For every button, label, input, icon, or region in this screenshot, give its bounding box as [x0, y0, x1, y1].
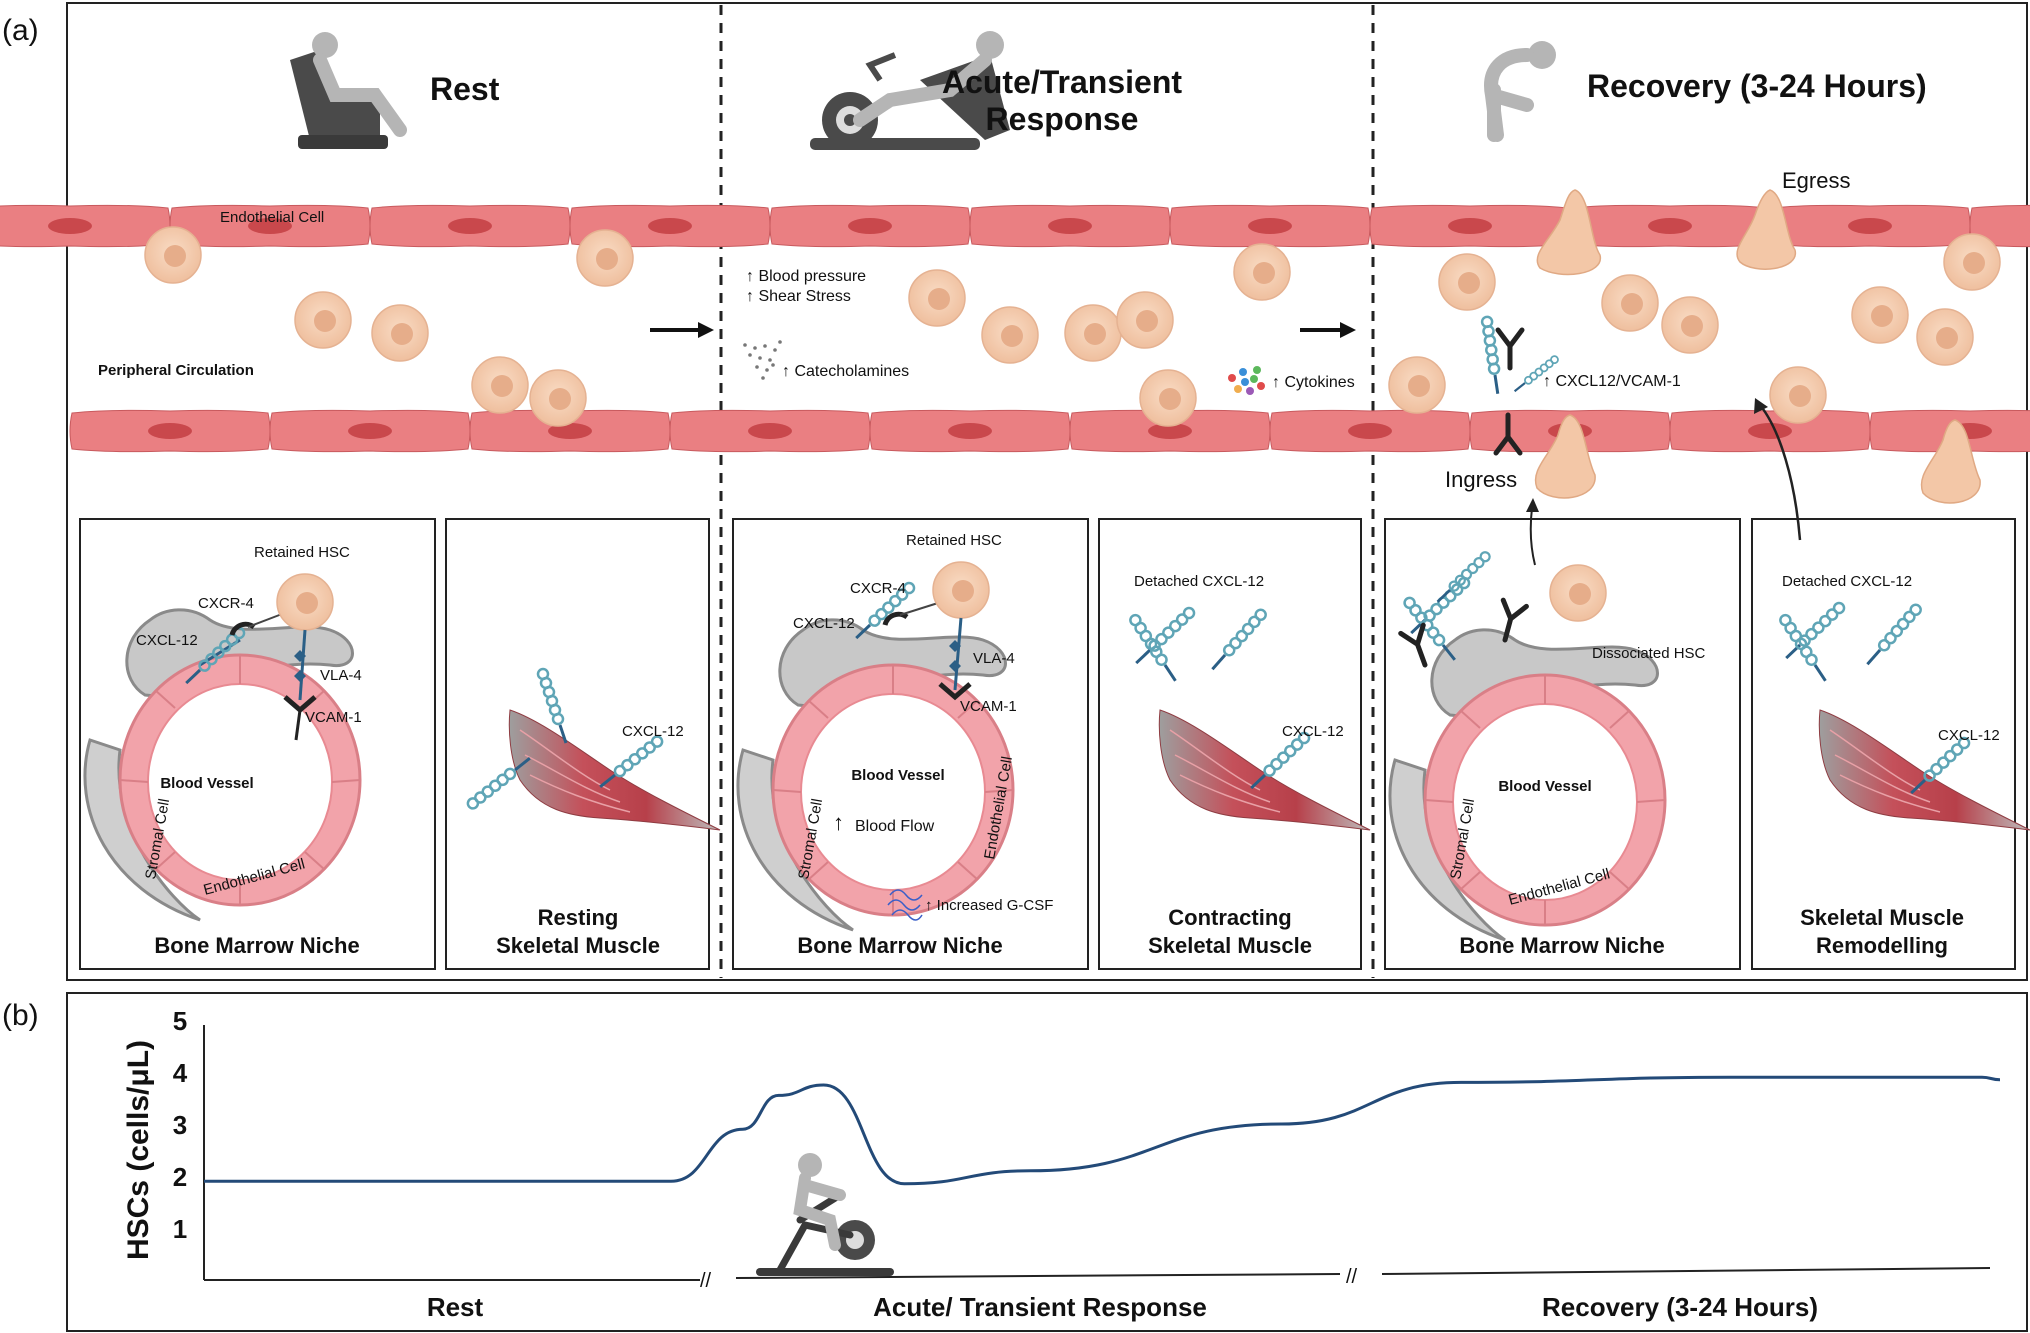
acute-vla4: VLA-4	[973, 650, 1015, 667]
ingress-label: Ingress	[1445, 467, 1517, 492]
box-recovery-muscle: Detached CXCL-12 CXCL-12 Skeletal Muscle…	[1751, 518, 2030, 970]
panel-b-frame	[66, 992, 2028, 1332]
note-catecholamines: ↑ Catecholamines	[782, 363, 909, 380]
note-cytokines: ↑ Cytokines	[1272, 374, 1355, 391]
axis-break-2: //	[1346, 1266, 1358, 1288]
rest-muscle-title-1: Resting	[538, 905, 619, 930]
rest-muscle-title-2: Skeletal Muscle	[496, 933, 660, 958]
ingress-arrow	[1526, 498, 1539, 566]
acute-gcsf: ↑ Increased G-CSF	[925, 897, 1053, 914]
recovery-muscle-title-2: Remodelling	[1816, 933, 1948, 958]
gcsf-protein-icon	[887, 889, 923, 921]
migrating-hsc-cells	[1534, 189, 1981, 504]
catecholamine-dots-icon	[743, 340, 782, 380]
box-rest-niche: Retained HSC CXCR-4 CXCL-12 VLA-4 VCAM-1…	[79, 518, 436, 970]
rest-vla4: VLA-4	[320, 667, 362, 684]
flow-arrow-1	[650, 322, 714, 338]
phase-title-acute-1: Acute/Transient	[942, 64, 1182, 100]
cytokine-dots-icon	[1228, 366, 1265, 395]
rest-blood-vessel: Blood Vessel	[160, 775, 253, 792]
phase-title-rest: Rest	[430, 71, 500, 107]
phase-title-recovery: Recovery (3-24 Hours)	[1587, 68, 1927, 104]
box-recovery-niche: Dissociated HSC Blood Vessel Stromal Cel…	[1384, 518, 1741, 970]
rest-niche-title: Bone Marrow Niche	[154, 933, 359, 958]
y-tick-label: 1	[173, 1214, 187, 1244]
rest-retained-hsc: Retained HSC	[254, 544, 350, 561]
acute-retained-hsc: Retained HSC	[906, 532, 1002, 549]
axis-break-1: //	[700, 1270, 712, 1292]
recovery-muscle-cxcl12: CXCL-12	[1938, 727, 2000, 744]
note-blood-pressure: ↑ Blood pressure	[746, 268, 866, 285]
y-tick-labels: 1 2 3 4 5	[173, 1006, 188, 1244]
panel-b-letter: (b)	[2, 999, 39, 1032]
panel-a-letter: (a)	[2, 14, 39, 47]
x-axis-segments	[204, 1267, 1991, 1281]
acute-cxcl12: CXCL-12	[793, 615, 855, 632]
rest-cxcl12: CXCL-12	[136, 632, 198, 649]
vessel-bottom-wall	[69, 409, 2030, 453]
y-tick-label: 5	[173, 1006, 187, 1036]
recovery-niche-title: Bone Marrow Niche	[1459, 933, 1664, 958]
recovery-detached-cxcl12: Detached CXCL-12	[1782, 573, 1912, 590]
acute-muscle-title-1: Contracting	[1168, 905, 1291, 930]
acute-cxcr4: CXCR-4	[850, 580, 906, 597]
note-shear-stress: ↑ Shear Stress	[746, 288, 851, 305]
y-tick-label: 4	[173, 1058, 188, 1088]
panel-a-frame	[66, 2, 2028, 981]
acute-muscle-cxcl12: CXCL-12	[1282, 723, 1344, 740]
y-tick-label: 2	[173, 1162, 187, 1192]
note-cxcl12-vcam1: ↑ CXCL12/VCAM-1	[1543, 373, 1681, 390]
rest-vcam1: VCAM-1	[305, 709, 362, 726]
cycling-person-icon	[810, 31, 1010, 150]
rest-muscle-cxcl12: CXCL-12	[622, 723, 684, 740]
blood-flow-up-arrow: ↑	[833, 810, 844, 835]
y-tick-label: 3	[173, 1110, 187, 1140]
egress-label: Egress	[1782, 168, 1850, 193]
acute-blood-vessel: Blood Vessel	[851, 767, 944, 784]
flow-arrow-2	[1300, 322, 1356, 338]
acute-detached-cxcl12: Detached CXCL-12	[1134, 573, 1264, 590]
acute-blood-flow: Blood Flow	[855, 818, 935, 835]
rest-cxcr4: CXCR-4	[198, 595, 254, 612]
tired-person-icon	[1484, 41, 1556, 142]
hsc-series-line	[204, 1075, 2001, 1186]
exercise-bike-icon	[756, 1153, 894, 1276]
box-rest-muscle: CXCL-12 Resting Skeletal Muscle	[445, 518, 721, 970]
acute-muscle-title-2: Skeletal Muscle	[1148, 933, 1312, 958]
phase-title-acute-2: Response	[986, 101, 1139, 137]
x-phase-label-recovery: Recovery (3-24 Hours)	[1542, 1292, 1818, 1322]
peripheral-circulation-label: Peripheral Circulation	[98, 362, 254, 379]
box-acute-muscle: Detached CXCL-12 CXCL-12 Contracting Ske…	[1098, 518, 1371, 970]
x-phase-label-rest: Rest	[427, 1292, 484, 1322]
endothelial-cell-label: Endothelial Cell	[220, 209, 324, 226]
acute-niche-title: Bone Marrow Niche	[797, 933, 1002, 958]
circulating-hsc-cells	[144, 226, 2001, 427]
y-axis-label: HSCs (cells/μL)	[122, 1040, 155, 1260]
recovery-dissociated-hsc: Dissociated HSC	[1592, 645, 1706, 662]
box-acute-niche: Retained HSC CXCR-4 CXCL-12 VLA-4 VCAM-1…	[732, 518, 1089, 970]
acute-vcam1: VCAM-1	[960, 698, 1017, 715]
x-phase-label-acute: Acute/ Transient Response	[873, 1292, 1207, 1322]
recovery-blood-vessel: Blood Vessel	[1498, 778, 1591, 795]
resting-person-icon	[290, 32, 407, 149]
recovery-muscle-title-1: Skeletal Muscle	[1800, 905, 1964, 930]
